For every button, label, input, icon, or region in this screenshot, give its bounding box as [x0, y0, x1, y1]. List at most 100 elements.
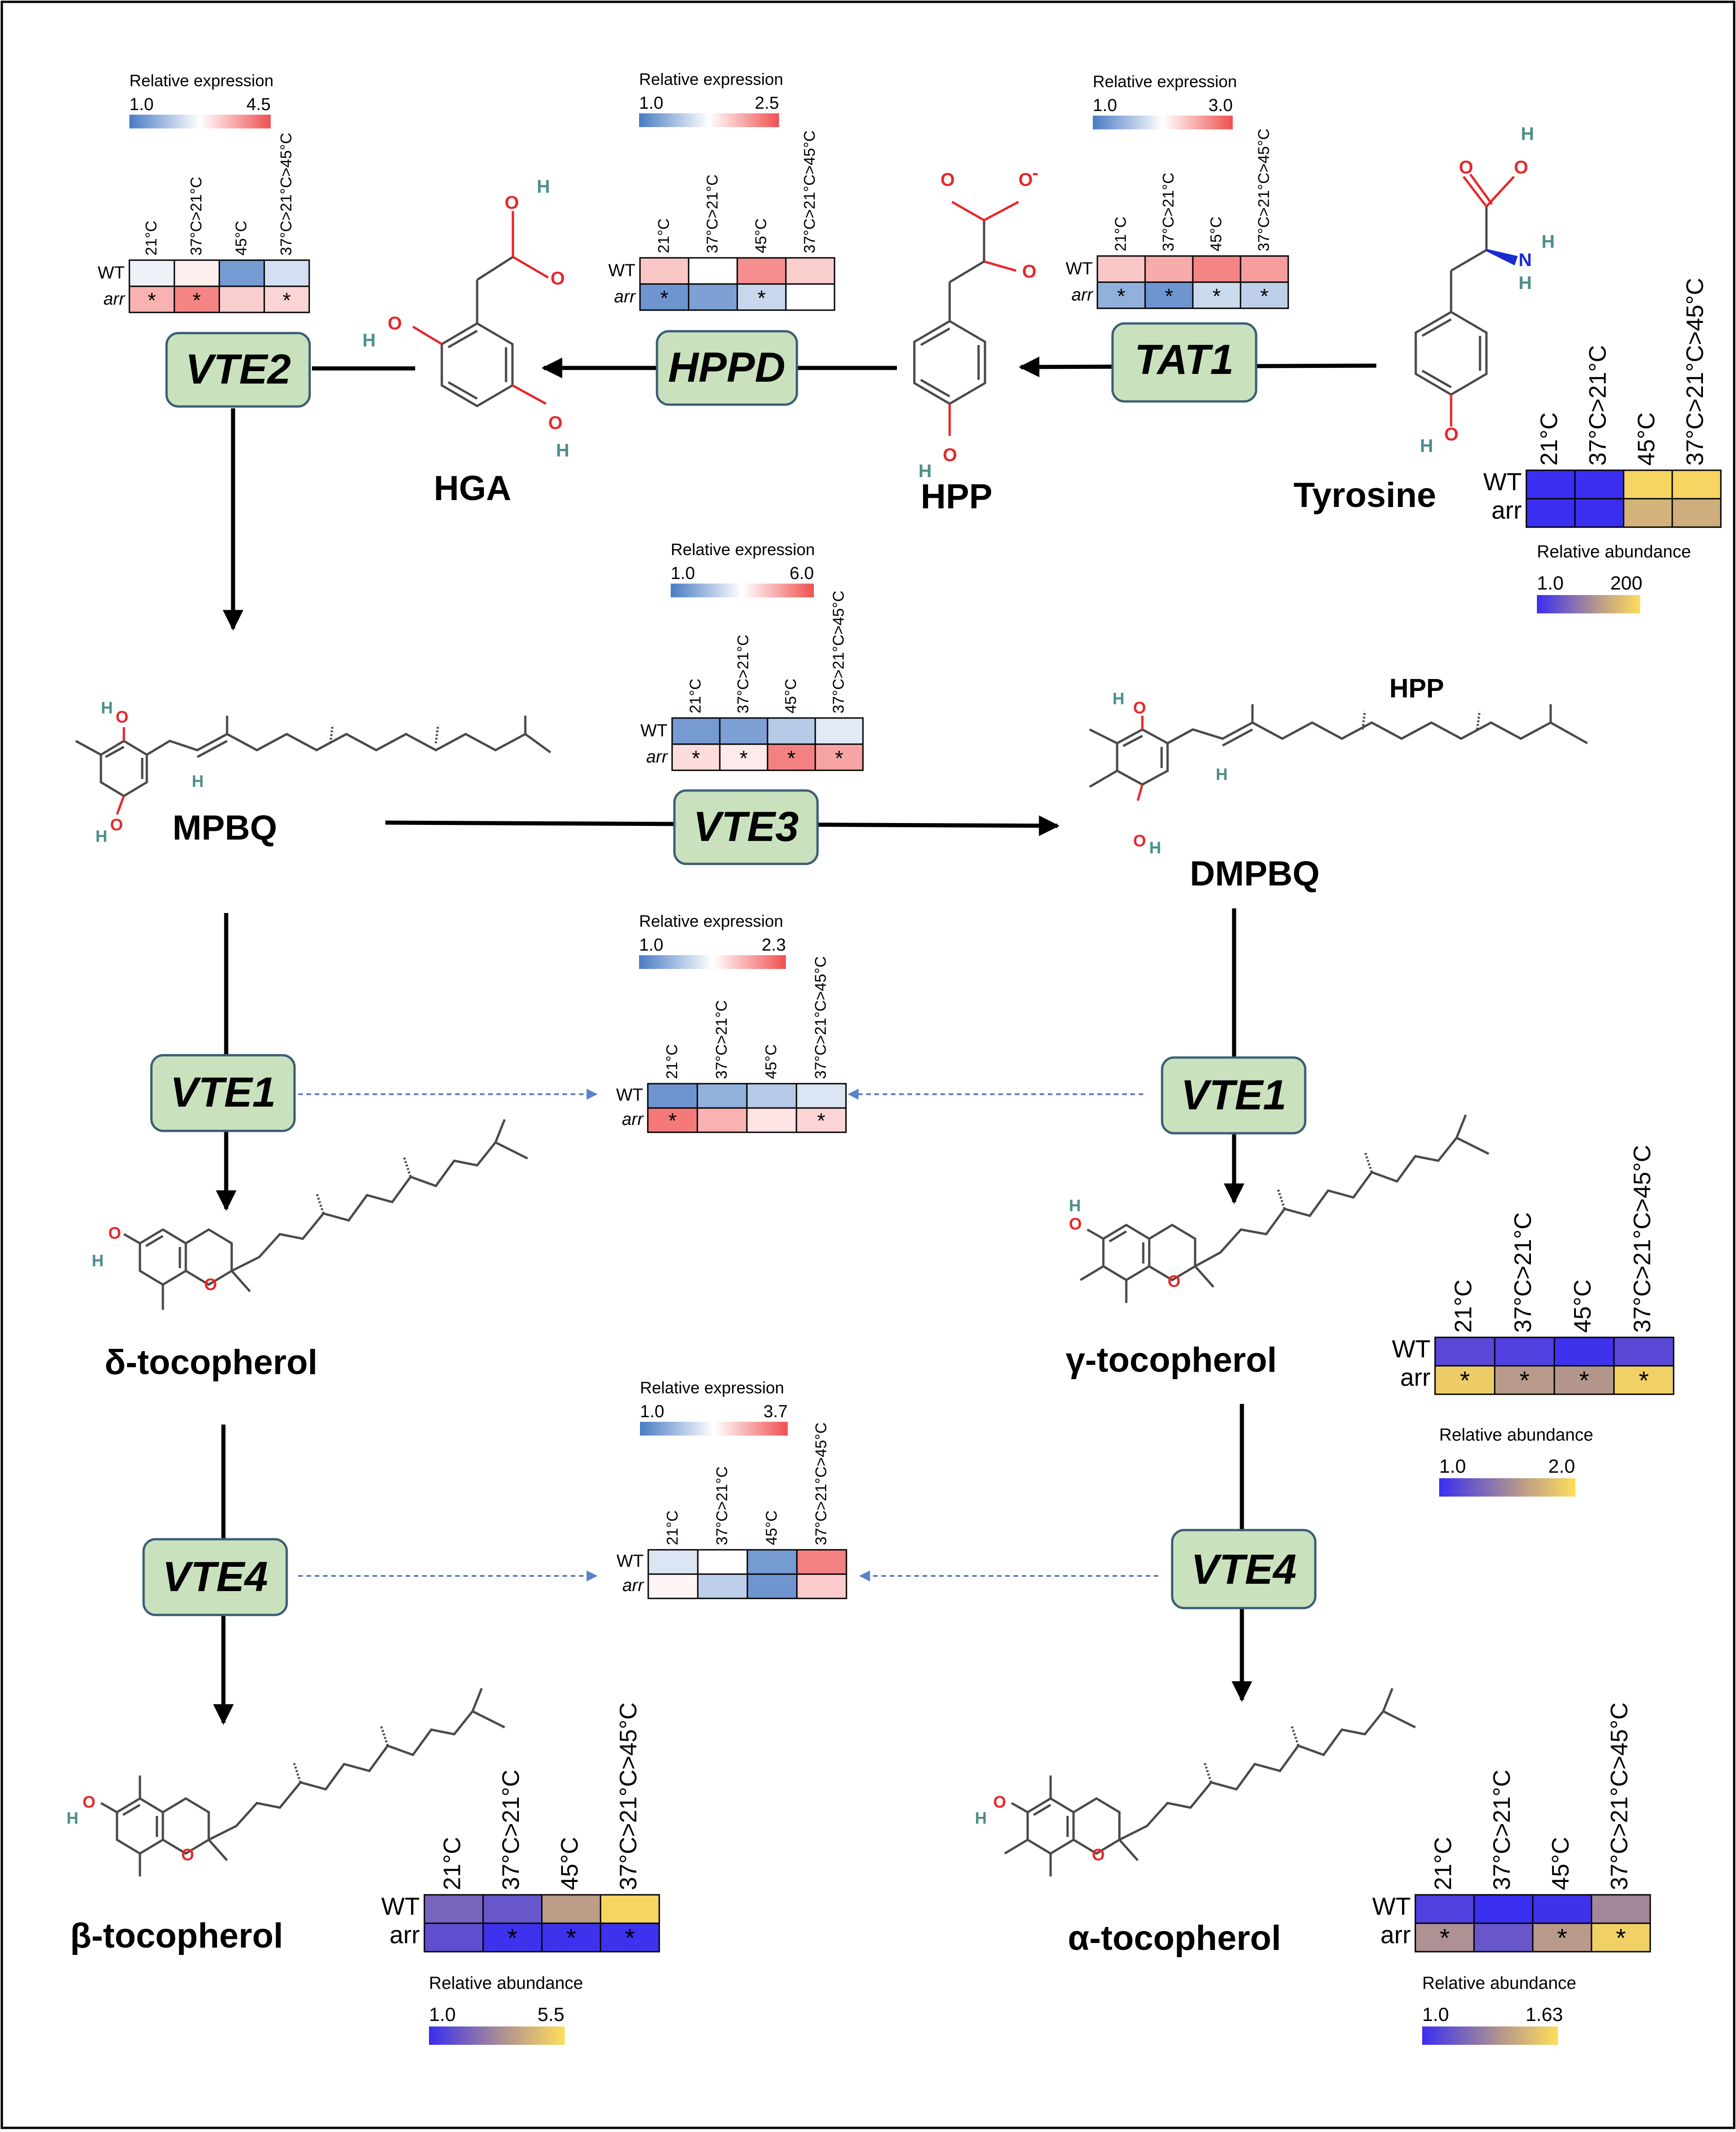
star-gamma-arr-0: *	[1460, 1366, 1470, 1395]
legend-bar-tyrosine	[1537, 595, 1640, 613]
row-label-vte1-WT: WT	[616, 1085, 643, 1105]
heatmap-cell-vte3-WT-2	[767, 717, 816, 745]
legend-title-beta: Relative abundance	[429, 1974, 583, 1993]
svg-text:H: H	[101, 698, 113, 717]
structure-alpha-atoms: O O H	[975, 1792, 1105, 1864]
legend-title-alpha: Relative abundance	[1422, 1974, 1576, 1993]
label-mpbq: MPBQ	[172, 808, 277, 847]
col-label-vte2-1: 37°C>21°C	[188, 177, 205, 256]
star-alpha-arr-3: *	[1616, 1923, 1626, 1952]
row-label-vte2-arr: arr	[104, 289, 126, 309]
enzyme-label-tat1: TAT1	[1135, 336, 1234, 383]
structure-dmpbq-atoms: O H O H H	[1113, 689, 1228, 857]
legend-max-tyrosine: 200	[1610, 572, 1642, 594]
structure-tyrosine	[1414, 173, 1518, 427]
label-alpha-tocopherol: α-tocopherol	[1068, 1919, 1281, 1958]
col-label-hppd-0: 21°C	[655, 218, 673, 253]
svg-text:O: O	[388, 313, 402, 334]
legend-bar-vte2	[129, 115, 271, 128]
enzyme-vte4-right[interactable]: VTE4	[1171, 1529, 1317, 1609]
legend-title-tat1: Relative expression	[1093, 72, 1237, 91]
legend-min-vte1: 1.0	[639, 935, 663, 955]
legend-title-vte2: Relative expression	[129, 71, 273, 90]
structure-hpp-atoms: O O - O O H	[918, 163, 1038, 481]
enzyme-vte1-right[interactable]: VTE1	[1161, 1056, 1307, 1135]
heatmap-cell-beta-arr-0	[423, 1922, 484, 1953]
star-vte2-arr-0: *	[148, 289, 156, 312]
row-label-vte4-WT: WT	[617, 1552, 644, 1571]
heatmap-cell-vte2-arr-2	[218, 285, 265, 313]
row-label-vte1-arr: arr	[622, 1110, 644, 1129]
svg-text:H: H	[1113, 689, 1124, 708]
legend-min-vte3: 1.0	[671, 564, 695, 583]
heatmap-cell-hppd-WT-1	[688, 257, 738, 285]
svg-text:O: O	[940, 170, 955, 190]
star-tat1-arr-2: *	[1213, 284, 1221, 308]
row-label-gamma-WT: WT	[1392, 1335, 1430, 1363]
heatmap-cell-vte2-WT-0	[128, 259, 175, 287]
heatmap-cell-vte1-WT-1	[696, 1083, 748, 1109]
heatmap-cell-hppd-WT-2	[736, 257, 787, 285]
col-label-vte1-2: 45°C	[762, 1044, 780, 1079]
structure-gamma-tocopherol	[1079, 1114, 1490, 1303]
svg-text:H: H	[1519, 273, 1532, 293]
label-dmpbq-tag: HPP	[1389, 674, 1444, 703]
svg-text:O: O	[116, 707, 128, 726]
star-tat1-arr-1: *	[1165, 284, 1173, 308]
row-label-vte4-arr: arr	[623, 1576, 645, 1595]
heatmap-cell-alpha-arr-2	[1532, 1922, 1592, 1953]
star-tat1-arr-3: *	[1260, 284, 1269, 308]
enzyme-vte1-left[interactable]: VTE1	[150, 1054, 296, 1132]
enzyme-boxes: TAT1 HPPD VTE2 VTE3 VTE1 VTE1 VTE4 VTE4	[142, 322, 1317, 1616]
svg-text:O: O	[204, 1275, 217, 1294]
heatmap-cell-beta-WT-2	[541, 1894, 601, 1924]
heatmap-cell-vte4-WT-2	[746, 1549, 798, 1575]
heatmap-cell-vte4-WT-0	[647, 1549, 699, 1575]
col-label-gamma-0: 21°C	[1450, 1280, 1477, 1333]
enzyme-hppd[interactable]: HPPD	[656, 330, 798, 406]
heatmap-cell-alpha-WT-0	[1414, 1894, 1475, 1924]
heatmap-cell-vte3-arr-1	[719, 743, 768, 771]
heatmap-cell-alpha-arr-0	[1414, 1922, 1475, 1953]
star-hppd-arr-2: *	[757, 286, 766, 310]
legend-bar-beta	[429, 2026, 565, 2045]
col-label-alpha-1: 37°C>21°C	[1489, 1770, 1515, 1890]
enzyme-tat1[interactable]: TAT1	[1111, 322, 1257, 403]
col-label-alpha-0: 21°C	[1430, 1837, 1457, 1890]
heatmap-cell-tyrosine-arr-0	[1525, 498, 1576, 528]
col-label-gamma-2: 45°C	[1569, 1280, 1596, 1333]
svg-text:O: O	[83, 1792, 95, 1811]
heatmap-cell-tat1-WT-0	[1096, 255, 1146, 283]
legend-min-tat1: 1.0	[1093, 96, 1117, 115]
col-label-tat1-0: 21°C	[1112, 217, 1130, 251]
legend-max-gamma: 2.0	[1548, 1455, 1575, 1477]
heatmap-cell-hppd-arr-2	[736, 283, 787, 311]
col-label-vte2-3: 37°C>21°C>45°C	[278, 133, 295, 256]
heatmap-cell-vte3-arr-3	[814, 743, 864, 771]
col-label-gamma-1: 37°C>21°C	[1510, 1212, 1536, 1333]
enzyme-vte3[interactable]: VTE3	[673, 789, 819, 865]
heatmap-cell-tyrosine-arr-3	[1671, 498, 1722, 528]
col-label-tat1-2: 45°C	[1207, 217, 1225, 251]
heatmap-cell-tyrosine-WT-0	[1525, 469, 1576, 500]
enzyme-vte2[interactable]: VTE2	[165, 332, 311, 408]
legend-max-vte3: 6.0	[790, 564, 814, 583]
enzyme-vte4-left[interactable]: VTE4	[142, 1538, 288, 1616]
svg-text:O: O	[110, 815, 123, 834]
heatmap-cell-vte3-WT-1	[719, 717, 768, 745]
enzyme-label-vte1-left: VTE1	[170, 1069, 276, 1116]
enzyme-label-vte3: VTE3	[693, 803, 799, 850]
structure-beta-tocopherol	[100, 1688, 506, 1876]
heatmap-cell-beta-WT-0	[423, 1894, 484, 1924]
legend-max-vte1: 2.3	[762, 935, 786, 955]
star-beta-arr-3: *	[625, 1923, 635, 1952]
star-vte1-arr-3: *	[817, 1108, 825, 1132]
heatmap-cell-vte1-arr-3	[796, 1107, 847, 1133]
